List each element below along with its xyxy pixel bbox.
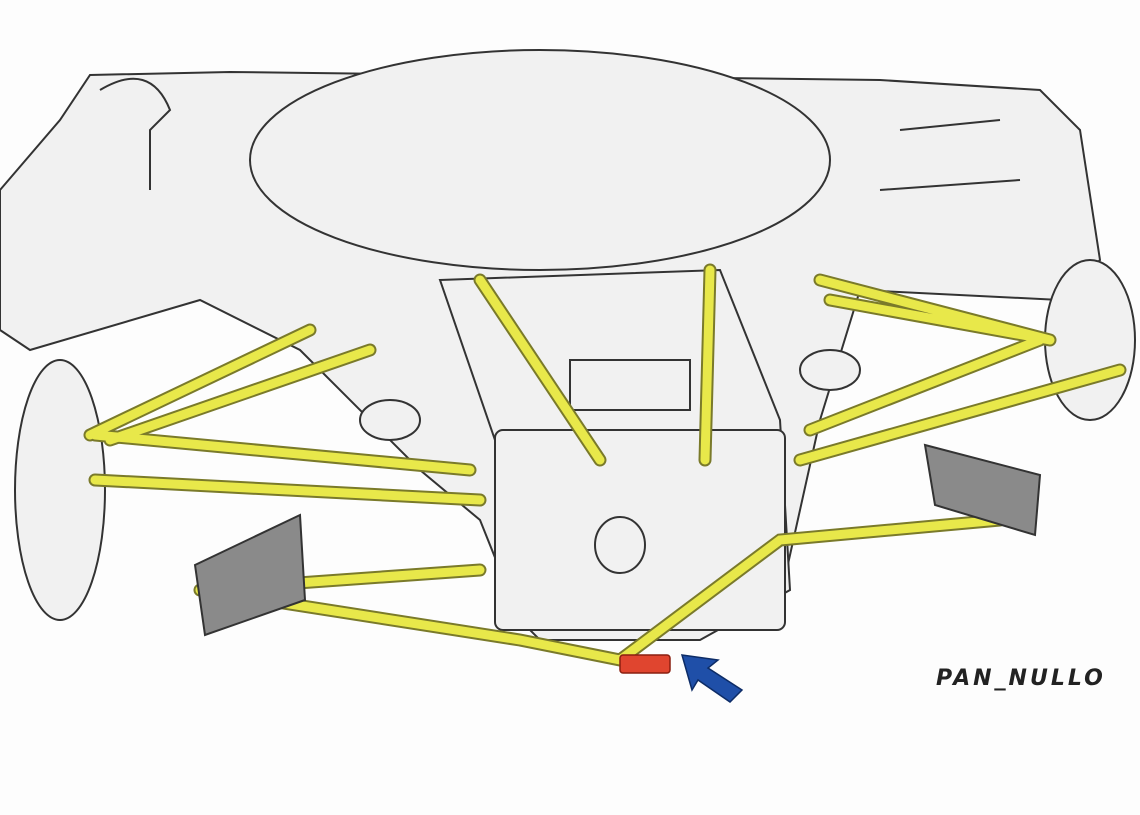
engine-cover: [249, 49, 831, 271]
right-damper: [799, 349, 861, 391]
caption-label: PAN_NULLO: [936, 666, 1106, 691]
arrow-pointer-icon: [680, 654, 744, 703]
left-damper: [359, 399, 421, 441]
suspension-arms: [83, 263, 1127, 667]
center-canister: [594, 516, 646, 574]
left-wheel-hub: [14, 359, 106, 621]
left-mudflap: [193, 513, 307, 637]
right-mudflap: [923, 443, 1042, 537]
gearbox-block: [569, 359, 691, 411]
highlighted-mount: [619, 654, 671, 674]
right-wheel-hub: [1044, 259, 1136, 421]
